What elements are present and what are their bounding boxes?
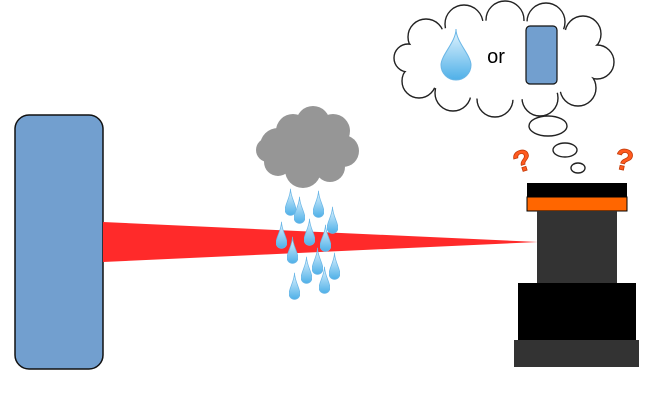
question-mark-right: ? (612, 142, 637, 178)
thought-bubble: or (393, 0, 615, 118)
raindrop-icon (327, 206, 338, 234)
sensor-body (537, 211, 617, 283)
raindrop-icon (313, 190, 324, 218)
raindrop-icon (289, 272, 300, 300)
or-label: or (487, 46, 505, 68)
sensor-base (514, 340, 639, 367)
blue-rectangle-icon (525, 25, 558, 85)
water-drop-icon (440, 28, 472, 81)
raindrops (276, 188, 340, 300)
rain-cloud-icon (256, 106, 359, 188)
sensor-top-cap (527, 183, 627, 197)
question-mark-left: ? (509, 143, 537, 180)
target-object (14, 114, 104, 370)
raindrop-icon (301, 256, 312, 284)
raindrop-icon (329, 252, 340, 280)
sensor-lower-body (518, 283, 636, 340)
lidar-sensor (514, 183, 639, 367)
raindrop-icon (285, 188, 296, 216)
thought-trail (528, 115, 586, 174)
sensor-orange-band (526, 196, 628, 212)
